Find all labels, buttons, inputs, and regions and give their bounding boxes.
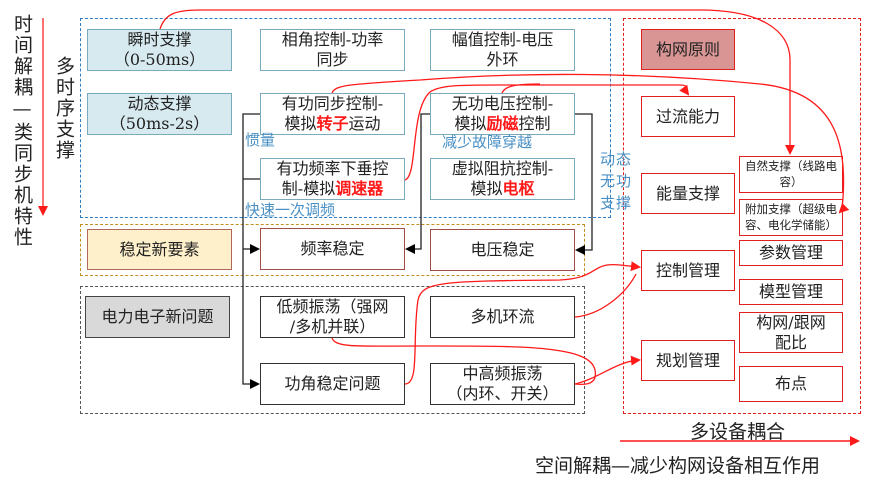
amplitude-control-line2: 外环 bbox=[486, 50, 519, 69]
voltage-stability-box[interactable]: 电压稳定 bbox=[430, 229, 575, 271]
phase-control-line2: 同步 bbox=[316, 50, 349, 69]
gfm-gfl-ratio-line2: 配比 bbox=[774, 332, 807, 352]
armature-highlight: 电枢 bbox=[502, 179, 535, 198]
dynamic-support-box[interactable]: 动态支撑 （50ms-2s） bbox=[87, 93, 232, 135]
instant-support-range: （0-50ms） bbox=[113, 50, 206, 69]
overcurrent-label: 过流能力 bbox=[655, 106, 720, 126]
instant-support-box[interactable]: 瞬时支撑 （0-50ms） bbox=[87, 29, 232, 71]
parameter-management-label: 参数管理 bbox=[758, 243, 823, 262]
frequency-stability-box[interactable]: 频率稳定 bbox=[260, 228, 405, 270]
active-droop-control-box[interactable]: 有功频率下垂控 制-模拟调速器 bbox=[260, 158, 405, 200]
stability-elements-box[interactable]: 稳定新要素 bbox=[87, 229, 232, 270]
active-sync-line2: 模拟转子运动 bbox=[284, 114, 381, 133]
natural-support-label: 自然支撑（线路电容） bbox=[745, 158, 837, 189]
inertia-label: 惯量 bbox=[245, 131, 276, 149]
placement-label: 布点 bbox=[774, 374, 807, 393]
additional-support-label: 附加支撑（超级电容、电化学储能） bbox=[745, 201, 837, 232]
amplitude-control-line1: 幅值控制-电压 bbox=[451, 30, 554, 49]
active-droop-line2: 制-模拟调速器 bbox=[281, 179, 384, 198]
active-sync-line1: 有功同步控制- bbox=[281, 94, 384, 113]
virtual-impedance-line2: 模拟电枢 bbox=[470, 179, 535, 198]
gfm-gfl-ratio-box[interactable]: 构网/跟网 配比 bbox=[739, 312, 843, 353]
placement-box[interactable]: 布点 bbox=[739, 366, 843, 402]
governor-highlight: 调速器 bbox=[335, 179, 384, 198]
fault-ride-through-label: 减少故障穿越 bbox=[442, 133, 533, 151]
stability-elements-title: 稳定新要素 bbox=[119, 239, 200, 259]
low-freq-line2: /多机并联） bbox=[289, 317, 376, 336]
pe-new-issues-title: 电力电子新问题 bbox=[101, 307, 214, 326]
multi-machine-circulation-label: 多机环流 bbox=[470, 307, 535, 326]
multi-machine-circulation-box[interactable]: 多机环流 bbox=[430, 296, 575, 338]
energy-support-label: 能量支撑 bbox=[655, 183, 720, 203]
dynamic-support-title: 动态支撑 bbox=[127, 94, 192, 113]
frequency-stability-label: 频率稳定 bbox=[300, 239, 365, 258]
model-management-box[interactable]: 模型管理 bbox=[739, 279, 843, 305]
power-angle-stability-box[interactable]: 功角稳定问题 bbox=[260, 363, 405, 405]
planning-management-label: 规划管理 bbox=[655, 350, 720, 370]
virtual-impedance-control-box[interactable]: 虚拟阻抗控制- 模拟电枢 bbox=[430, 158, 575, 200]
amplitude-control-box[interactable]: 幅值控制-电压 外环 bbox=[430, 29, 575, 71]
multi-device-coupling-label: 多设备耦合 bbox=[690, 421, 786, 443]
pe-new-issues-box[interactable]: 电力电子新问题 bbox=[85, 296, 230, 338]
time-decoupling-label: 时间解耦—类同步机特性 bbox=[11, 14, 33, 248]
low-freq-oscillation-box[interactable]: 低频振荡（强网 /多机并联） bbox=[260, 296, 405, 338]
dynamic-reactive-label: 动态无功支撑 bbox=[600, 150, 633, 212]
phase-control-line1: 相角控制-功率 bbox=[281, 30, 384, 49]
reactive-voltage-line1: 无功电压控制- bbox=[451, 94, 554, 113]
parameter-management-box[interactable]: 参数管理 bbox=[739, 240, 843, 266]
rotor-highlight: 转子 bbox=[316, 114, 349, 133]
instant-support-title: 瞬时支撑 bbox=[127, 30, 192, 49]
virtual-impedance-line1: 虚拟阻抗控制- bbox=[451, 159, 554, 178]
mid-high-freq-oscillation-box[interactable]: 中高频振荡 （内环、开关） bbox=[430, 363, 575, 405]
low-freq-line1: 低频振荡（强网 bbox=[276, 297, 389, 316]
spatial-decoupling-caption: 空间解耦—减少构网设备相互作用 bbox=[535, 455, 821, 477]
mid-high-freq-line2: （内环、开关） bbox=[446, 384, 559, 403]
phase-control-box[interactable]: 相角控制-功率 同步 bbox=[260, 29, 405, 71]
natural-support-box[interactable]: 自然支撑（线路电容） bbox=[739, 156, 843, 193]
mid-high-freq-line1: 中高频振荡 bbox=[462, 364, 543, 383]
energy-support-box[interactable]: 能量支撑 bbox=[641, 173, 735, 214]
overcurrent-box[interactable]: 过流能力 bbox=[641, 96, 735, 137]
dynamic-support-range: （50ms-2s） bbox=[109, 114, 210, 133]
model-management-label: 模型管理 bbox=[758, 282, 823, 301]
additional-support-box[interactable]: 附加支撑（超级电容、电化学储能） bbox=[739, 199, 843, 236]
gfm-gfl-ratio-line1: 构网/跟网 bbox=[756, 312, 826, 332]
gfm-principle-box[interactable]: 构网原则 bbox=[641, 29, 735, 70]
active-sync-control-box[interactable]: 有功同步控制- 模拟转子运动 bbox=[260, 93, 405, 135]
gfm-principle-label: 构网原则 bbox=[655, 39, 720, 59]
voltage-stability-label: 电压稳定 bbox=[470, 240, 535, 259]
multi-timing-support-label: 多时序支撑 bbox=[53, 56, 75, 161]
power-angle-stability-label: 功角稳定问题 bbox=[284, 374, 381, 393]
planning-management-box[interactable]: 规划管理 bbox=[641, 340, 735, 381]
active-droop-line1: 有功频率下垂控 bbox=[276, 159, 389, 178]
control-management-label: 控制管理 bbox=[655, 260, 720, 280]
control-management-box[interactable]: 控制管理 bbox=[641, 250, 735, 291]
fast-frequency-label: 快速一次调频 bbox=[245, 201, 336, 219]
reactive-voltage-control-box[interactable]: 无功电压控制- 模拟励磁控制 bbox=[430, 93, 575, 135]
